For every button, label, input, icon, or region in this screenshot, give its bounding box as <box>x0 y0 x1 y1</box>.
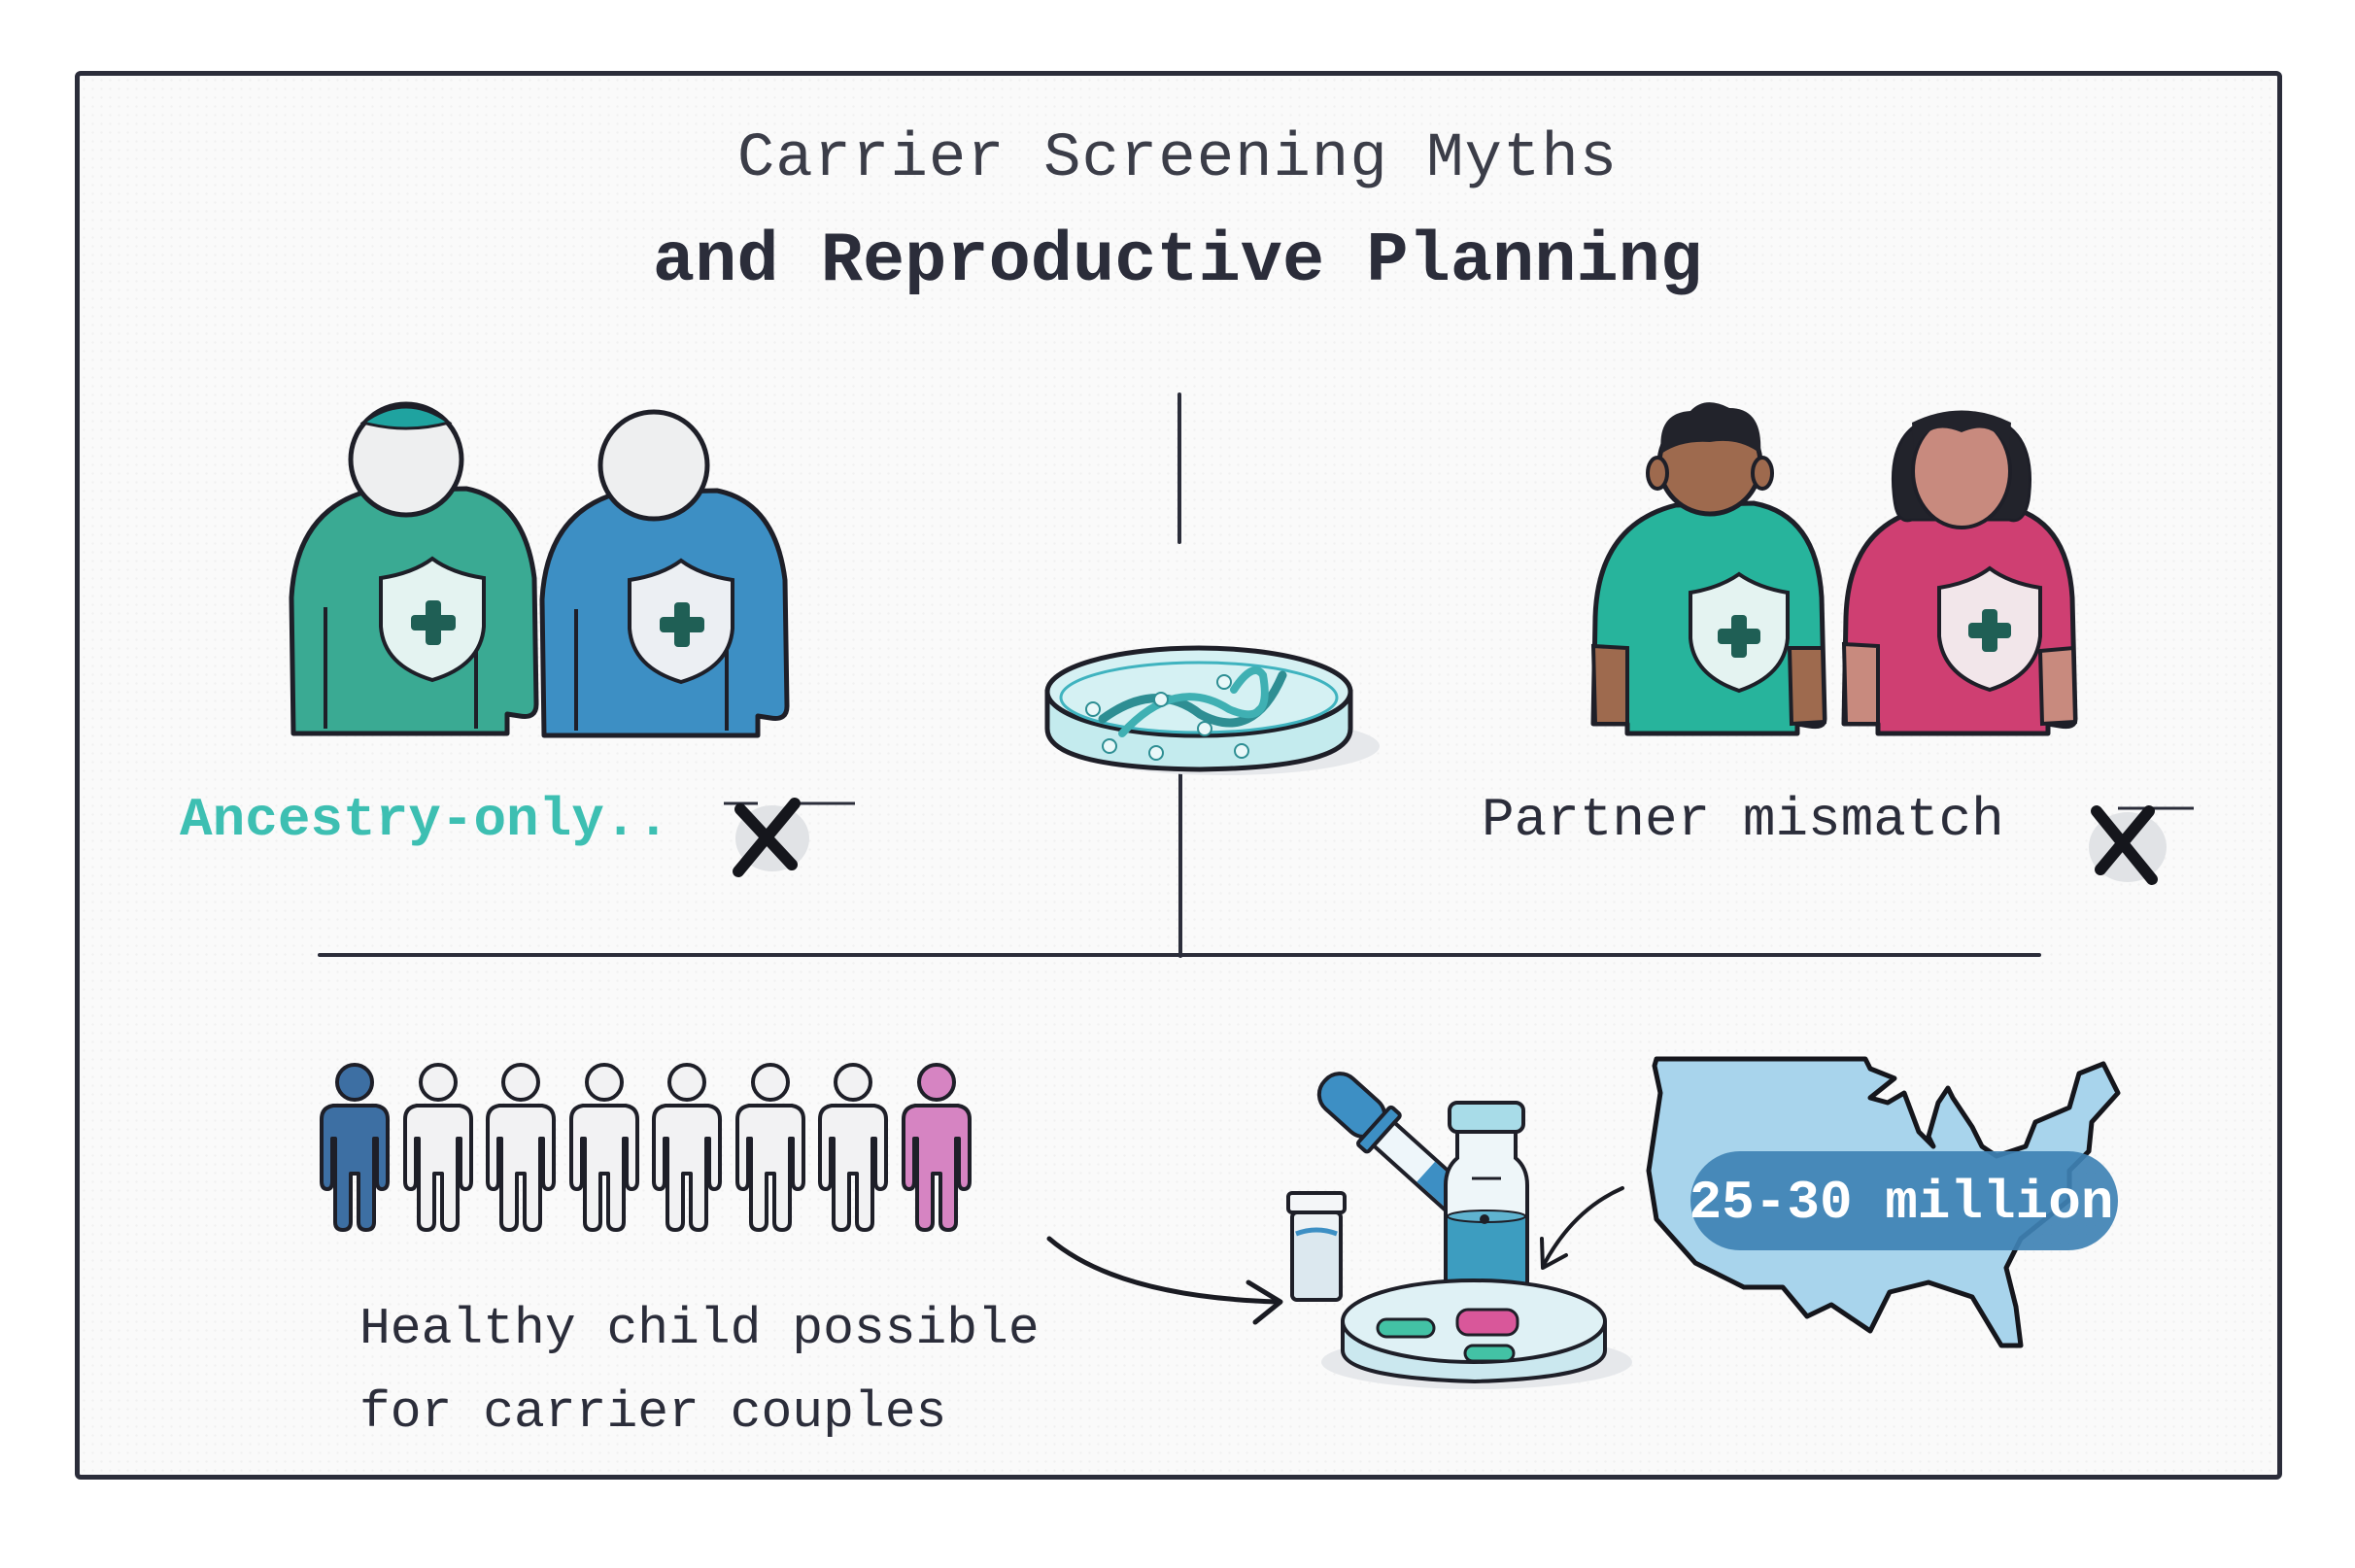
bottle-icon <box>1444 1101 1529 1294</box>
horizontal-divider <box>318 953 2041 957</box>
ancestry-only-label: Ancestry-only.. <box>180 789 670 851</box>
person-pictogram <box>568 1063 639 1232</box>
person-head <box>501 1063 540 1102</box>
person-head <box>916 1063 956 1102</box>
person-body <box>320 1104 390 1232</box>
shield-plus-icon <box>628 558 734 685</box>
person-head <box>667 1063 706 1102</box>
person-head <box>335 1063 374 1102</box>
person-pictogram <box>652 1063 722 1232</box>
vertical-divider-bottom <box>1178 731 1182 958</box>
shield-plus-icon <box>1689 571 1790 694</box>
title-line-2: and Reproductive Planning <box>652 222 1703 301</box>
healthy-child-label-line-2: for carrier couples <box>359 1383 947 1442</box>
usa-map-icon: 25-30 million <box>1646 1056 2121 1348</box>
healthy-child-label: Healthy child possible for carrier coupl… <box>359 1287 1040 1454</box>
person-figure-blue <box>539 409 790 738</box>
person-head <box>584 1063 624 1102</box>
x-mark-icon <box>724 798 855 877</box>
person-body <box>734 1104 805 1232</box>
stat-badge: 25-30 million <box>1689 1172 2114 1234</box>
petri-dish-icon <box>1321 1278 1632 1389</box>
stat-badge-bg <box>1690 1151 2118 1250</box>
person-pictogram <box>734 1063 805 1232</box>
person-body <box>652 1104 722 1232</box>
person-figure-teal <box>289 401 539 736</box>
vertical-divider-top <box>1178 392 1181 544</box>
person-body <box>901 1104 972 1232</box>
curved-arrow-icon <box>1046 1236 1283 1325</box>
person-pictogram <box>320 1063 390 1232</box>
people-row <box>316 1059 996 1234</box>
person-figure-green-shirt <box>1590 402 1827 736</box>
person-pictogram <box>486 1063 556 1232</box>
vial-icon <box>1286 1191 1347 1302</box>
x-mark-icon <box>2089 805 2194 885</box>
person-head <box>750 1063 790 1102</box>
person-body <box>486 1104 556 1232</box>
person-head <box>418 1063 458 1102</box>
ancestry-couple-illustration <box>289 401 790 738</box>
person-pictogram <box>901 1063 972 1232</box>
person-body <box>402 1104 473 1232</box>
shield-plus-icon <box>1937 565 2042 693</box>
person-head <box>834 1063 872 1102</box>
partner-mismatch-label: Partner mismatch <box>1482 789 2004 851</box>
person-body <box>818 1104 888 1232</box>
person-pictogram <box>402 1063 473 1232</box>
person-figure-pink-shirt <box>1841 410 2078 736</box>
lab-equipment-illustration <box>1286 1072 1632 1389</box>
healthy-child-label-line-1: Healthy child possible <box>359 1300 1040 1358</box>
shield-plus-icon <box>379 556 486 683</box>
mismatch-couple-illustration <box>1590 402 2078 736</box>
person-pictogram <box>818 1063 888 1232</box>
petri-dish-dna-icon <box>1044 645 1380 775</box>
person-body <box>568 1104 639 1232</box>
title-line-1: Carrier Screening Myths <box>736 124 1619 194</box>
